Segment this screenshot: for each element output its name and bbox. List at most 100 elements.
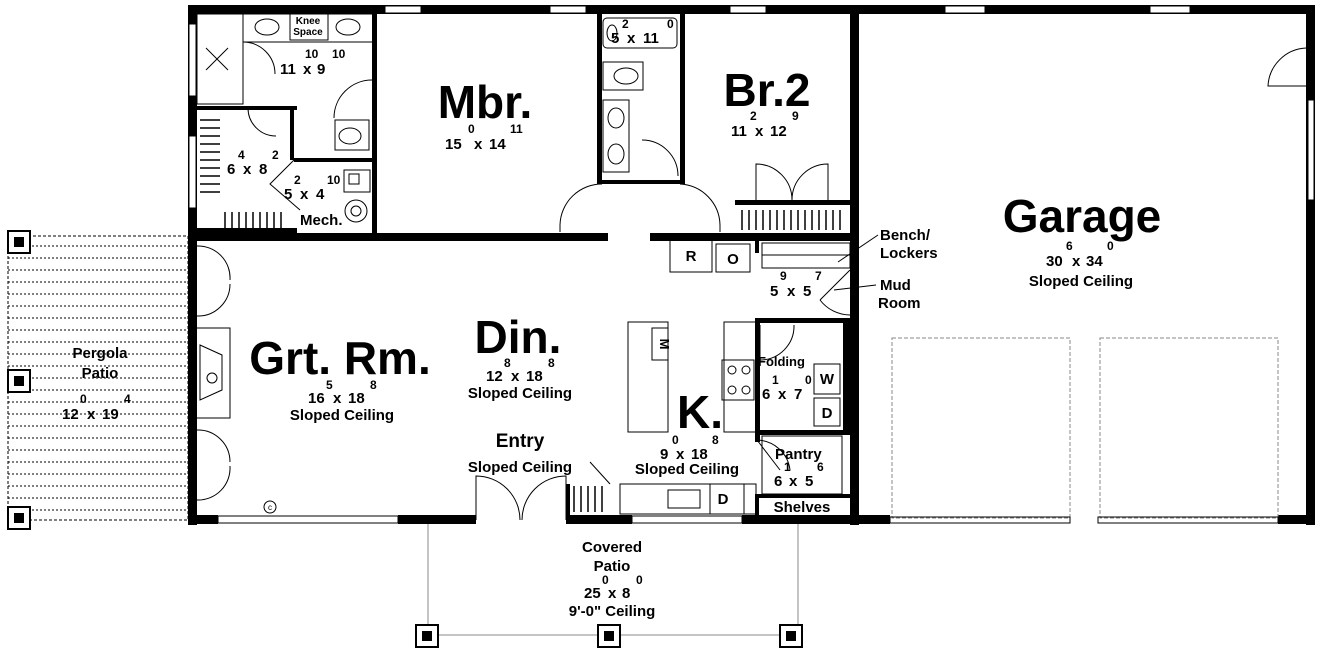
laundry-name: Folding — [758, 354, 805, 369]
master-bath-size-b: 9 — [317, 61, 325, 78]
pergola-label-1: Pergola — [72, 345, 128, 362]
refrigerator-icon: R — [686, 248, 697, 265]
pantry-sup-a: 1 — [784, 460, 791, 474]
master-bath-sup-a: 10 — [305, 47, 319, 61]
mud-room-label-1: Mud — [880, 277, 911, 294]
laundry-size-a: 6 — [762, 386, 770, 403]
mud-room-sup-a: 9 — [780, 269, 787, 283]
entry-ceiling: Sloped Ceiling — [468, 459, 572, 476]
closet-x: x — [243, 161, 252, 178]
laundry-sup-b: 0 — [805, 373, 812, 387]
covered-patio-label-1: Covered — [582, 539, 642, 556]
covered-patio-size-b: 8 — [622, 585, 630, 602]
laundry-sup-a: 1 — [772, 373, 779, 387]
master-size-b: 14 — [489, 136, 506, 153]
pantry-size-b: 5 — [805, 473, 813, 490]
knee-space-label-1: Knee — [296, 16, 321, 27]
kitchen-sup-a: 0 — [672, 433, 679, 447]
laundry-size-b: 7 — [794, 386, 802, 403]
tub-x: x — [627, 30, 636, 47]
windows — [188, 5, 1315, 524]
pantry-x: x — [789, 473, 798, 490]
mech-label: Mech. — [300, 212, 343, 229]
covered-patio-size-a: 25 — [584, 585, 601, 602]
great-room-size-b: 18 — [348, 390, 365, 407]
kitchen-size-a: 9 — [660, 446, 668, 463]
garage-size-a: 30 — [1046, 253, 1063, 270]
bedroom2-name: Br.2 — [724, 64, 811, 116]
bedroom2-sup-b: 9 — [792, 109, 799, 123]
pergola-x: x — [87, 406, 96, 423]
master-name: Mbr. — [438, 76, 533, 128]
great-room-x: x — [333, 390, 342, 407]
mud-room-sup-b: 7 — [815, 269, 822, 283]
wc-size-a: 5 — [284, 186, 292, 203]
master-bath-sup-b: 10 — [332, 47, 346, 61]
covered-patio-sup-a: 0 — [602, 573, 609, 587]
master-sup-b: 11 — [510, 122, 523, 136]
garage-sup-b: 0 — [1107, 239, 1114, 253]
shelves-label: Shelves — [774, 499, 831, 516]
pergola-size-a: 12 — [62, 406, 79, 423]
wc-sup-a: 2 — [294, 173, 301, 187]
covered-patio-ceiling: 9'-0" Ceiling — [569, 603, 656, 620]
great-room-sup-a: 5 — [326, 378, 333, 392]
great-room-sup-b: 8 — [370, 378, 377, 392]
pantry-name: Pantry — [775, 446, 822, 463]
garage-size-b: 34 — [1086, 253, 1103, 270]
great-room-name: Grt. Rm. — [249, 332, 430, 384]
dining-size-a: 12 — [486, 368, 503, 385]
tub-size-b: 11 — [643, 30, 659, 47]
tub-sup-b: 0 — [667, 17, 674, 31]
dishwasher-icon: D — [718, 491, 729, 508]
dining-sup-b: 8 — [548, 356, 555, 370]
dining-x: x — [511, 368, 520, 385]
pergola-size-b: 19 — [102, 406, 119, 423]
covered-patio-x: x — [608, 585, 617, 602]
dining-name: Din. — [475, 311, 562, 363]
mud-room-size-a: 5 — [770, 283, 778, 300]
laundry-x: x — [778, 386, 787, 403]
bedroom2-size-b: 12 — [770, 123, 787, 140]
covered-patio-sup-b: 0 — [636, 573, 643, 587]
fixtures — [191, 13, 1307, 524]
kitchen-x: x — [676, 446, 685, 463]
closet-sup-a: 4 — [238, 148, 245, 162]
dining-size-b: 18 — [526, 368, 543, 385]
garage-name: Garage — [1003, 190, 1162, 242]
closet-symbol-icon: c — [268, 503, 272, 512]
tub-sup-a: 2 — [622, 17, 629, 31]
master-bath-x: x — [303, 61, 312, 78]
entry-name: Entry — [496, 431, 545, 452]
microwave-icon: M — [657, 339, 672, 350]
master-x: x — [474, 136, 483, 153]
master-sup-a: 0 — [468, 122, 475, 136]
oven-icon: O — [727, 251, 739, 268]
bedroom2-sup-a: 2 — [750, 109, 757, 123]
washer-icon: W — [820, 371, 835, 388]
pergola-sup-a: 0 — [80, 392, 87, 406]
covered-patio-label-2: Patio — [594, 558, 631, 575]
bedroom2-x: x — [755, 123, 764, 140]
great-room-ceiling: Sloped Ceiling — [290, 407, 394, 424]
walls — [188, 5, 1315, 525]
closet-size-b: 8 — [259, 161, 267, 178]
great-room-size-a: 16 — [308, 390, 325, 407]
kitchen-sup-b: 8 — [712, 433, 719, 447]
pergola-label-2: Patio — [82, 365, 119, 382]
garage-x: x — [1072, 253, 1081, 270]
garage-sup-a: 6 — [1066, 239, 1073, 253]
kitchen-ceiling: Sloped Ceiling — [635, 461, 739, 478]
bedroom2-size-a: 11 — [731, 123, 747, 140]
wc-size-b: 4 — [316, 186, 325, 203]
covered-patio — [415, 524, 803, 648]
pantry-size-a: 6 — [774, 473, 782, 490]
bench-lockers-label-1: Bench/ — [880, 227, 931, 244]
mud-room-x: x — [787, 283, 796, 300]
bench-lockers-label-2: Lockers — [880, 245, 938, 262]
wc-sup-b: 10 — [327, 173, 341, 187]
closet-size-a: 6 — [227, 161, 235, 178]
garage-ceiling: Sloped Ceiling — [1029, 273, 1133, 290]
kitchen-name: K. — [677, 386, 723, 438]
